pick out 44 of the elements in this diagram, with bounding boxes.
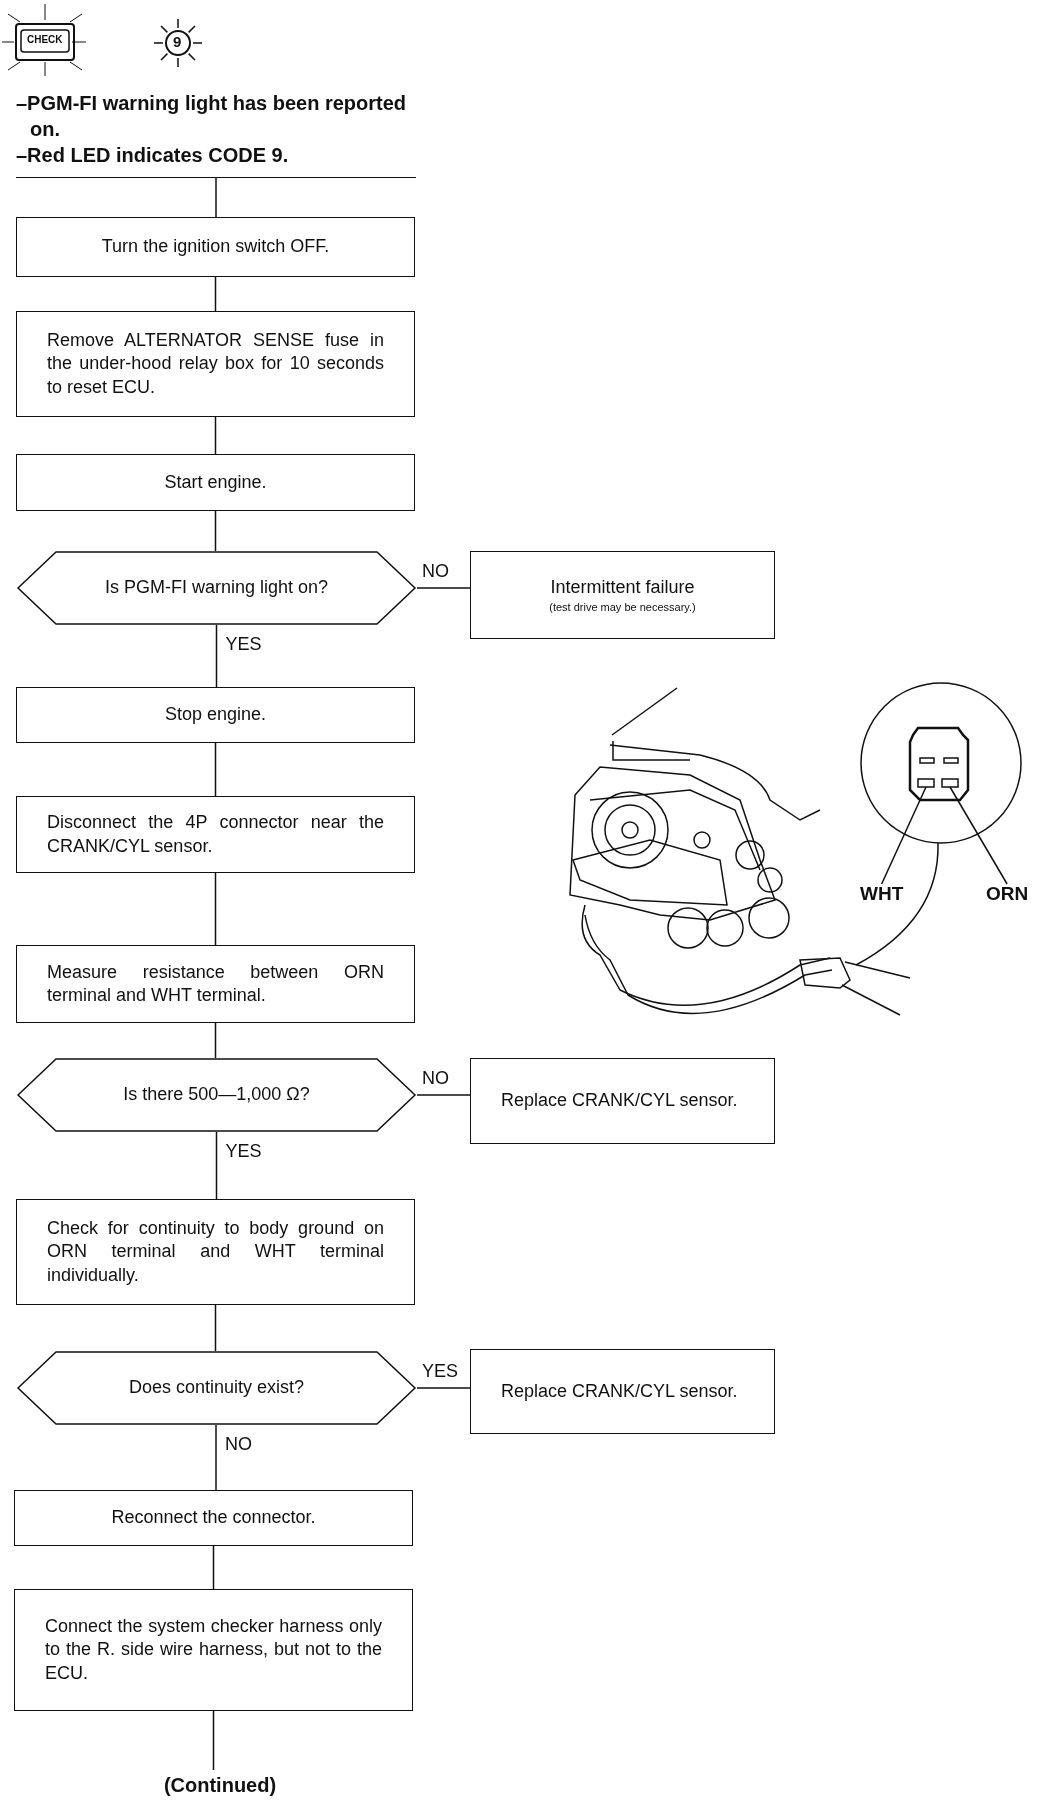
indicator-text: CHECK — [27, 35, 63, 45]
process-box: Stop engine. — [16, 687, 415, 743]
connector-line — [212, 1710, 215, 1771]
decision-box: Does continuity exist? — [16, 1351, 417, 1425]
connector-line — [215, 177, 217, 218]
connector-line — [214, 416, 217, 455]
connector-line — [214, 510, 217, 552]
connector-line — [416, 1387, 471, 1389]
leader-line — [949, 786, 1008, 885]
condition-text: –PGM-FI warning light has been reported on. — [16, 91, 408, 142]
connector-line — [214, 742, 217, 797]
process-box: Turn the ignition switch OFF. — [16, 217, 415, 277]
connector-line — [214, 1304, 217, 1352]
connector-line — [215, 1424, 217, 1491]
decision-box: Is there 500—1,000 Ω? — [16, 1058, 417, 1132]
wire-label: WHT — [860, 884, 904, 903]
result-text: Intermittent failure — [549, 576, 696, 600]
connector-line — [215, 624, 218, 688]
process-box: Disconnect the 4P connector near the CRANK/CYL sensor. — [16, 796, 415, 873]
process-box: Check for continuity to body ground on ORN terminal and WHT terminal individually. — [16, 1199, 415, 1305]
connector-line — [214, 1022, 217, 1059]
condition-text: –Red LED indicates CODE 9. — [16, 143, 290, 168]
connector-line — [214, 276, 217, 312]
connector-line — [214, 872, 217, 946]
process-box: Connect the system checker harness only to the R. side wire harness, but not to the ECU. — [14, 1589, 413, 1711]
connector-line — [215, 1131, 218, 1200]
leader-line — [880, 786, 927, 885]
note-text: (test drive may be necessary.) — [548, 599, 697, 614]
process-box: Remove ALTERNATOR SENSE fuse in the under-hood relay box for 10 seconds to reset ECU. — [16, 311, 415, 417]
process-box: Measure resistance between ORN terminal and WHT terminal. — [16, 945, 415, 1023]
process-box — [470, 551, 775, 639]
process-box: Replace CRANK/CYL sensor. — [470, 1349, 775, 1434]
connector-line — [416, 1094, 471, 1096]
connector-line — [212, 1545, 215, 1590]
process-box: Start engine. — [16, 454, 415, 511]
process-box: Reconnect the connector. — [14, 1490, 413, 1546]
terminal-icon — [917, 778, 935, 788]
indicator-text: 9 — [173, 34, 182, 49]
decision-box: Is PGM-FI warning light on? — [16, 551, 417, 625]
wire-label: ORN — [986, 884, 1029, 903]
connector-line — [416, 587, 471, 589]
continuation-text: (Continued) — [150, 1770, 290, 1800]
process-box: Replace CRANK/CYL sensor. — [470, 1058, 775, 1144]
terminal-icon — [941, 778, 959, 788]
